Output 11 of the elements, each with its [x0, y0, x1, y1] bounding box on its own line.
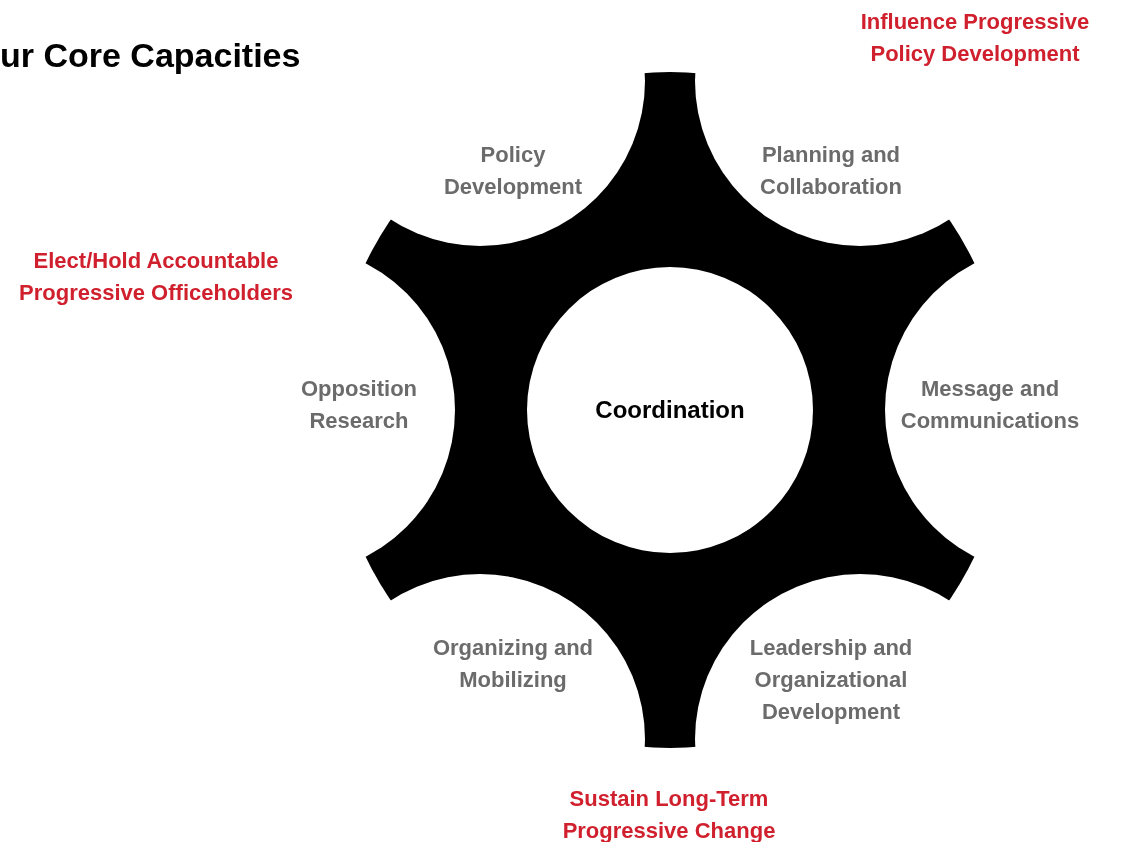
capacity-label: Opposition Research: [299, 375, 419, 435]
outcome-label: Elect/Hold Accountable Progressive Officeholders: [18, 247, 294, 307]
capacity-label: Policy Development: [442, 141, 584, 201]
outcome-label: Sustain Long-Term Progressive Change: [561, 785, 777, 842]
title: ur Core Capacities: [0, 36, 301, 75]
capacity-label: Planning and Collaboration: [759, 141, 903, 201]
capacity-label: Leadership and Organizational Development: [748, 634, 914, 726]
capacity-label: Message and Communications: [899, 375, 1081, 435]
center-label: Coordination: [595, 396, 745, 424]
capacity-label: Organizing and Mobilizing: [431, 634, 595, 694]
outcome-label: Influence Progressive Policy Development: [859, 8, 1091, 68]
